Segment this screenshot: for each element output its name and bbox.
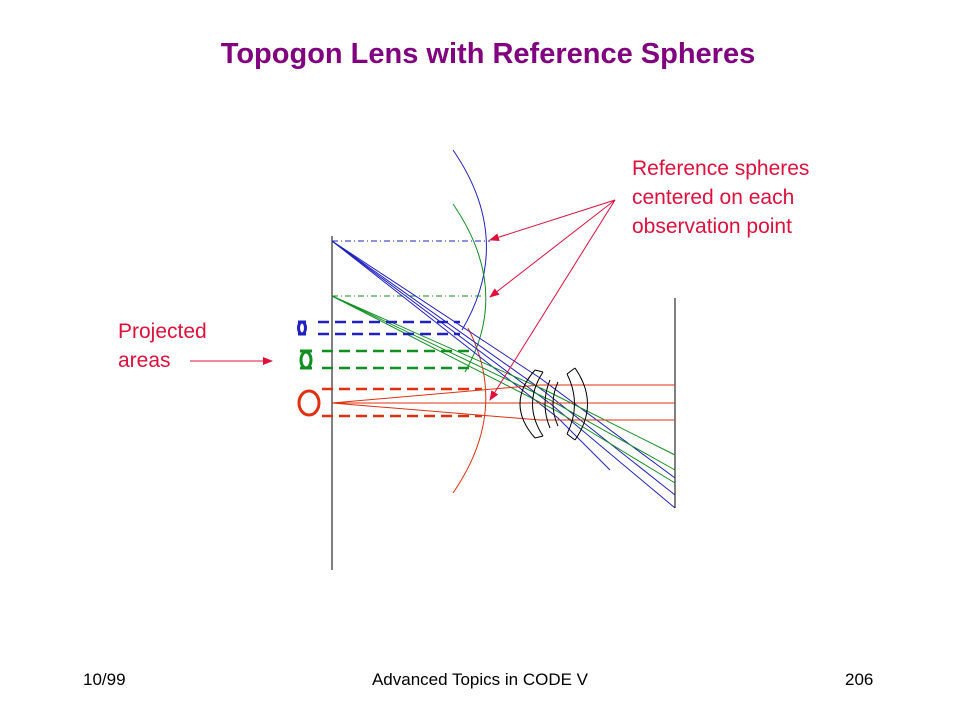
projected-lines-green [322,349,470,370]
topogon-lens [519,367,588,441]
reference-spheres-line-2: centered on each [632,186,795,209]
projected-areas-line-1: Projected [118,320,207,343]
reference-sphere-red [452,327,487,494]
footer-page-number: 206 [845,670,874,689]
blue-ray-bundle [331,240,676,509]
projected-shape-green [299,349,313,370]
projected-shape-red [297,389,321,417]
reference-spheres-line-3: observation point [632,215,792,238]
red-ray-bundle [331,384,675,421]
reference-sphere-blue [452,149,487,331]
reference-spheres-line-1: Reference spheres [632,157,810,180]
projected-lines-blue [318,320,460,336]
footer-date: 10/99 [83,670,126,689]
slide-title: Topogon Lens with Reference Spheres [220,38,756,70]
footer-course: Advanced Topics in CODE V [371,670,589,689]
projected-areas-line-2: areas [118,349,171,372]
annotation-arrows [190,199,616,401]
reference-spheres-label: Reference spheres centered on each obser… [632,154,932,241]
projected-shape-blue [297,320,307,336]
projected-lines-red [322,387,482,418]
projected-areas-label: Projected areas [118,317,268,375]
